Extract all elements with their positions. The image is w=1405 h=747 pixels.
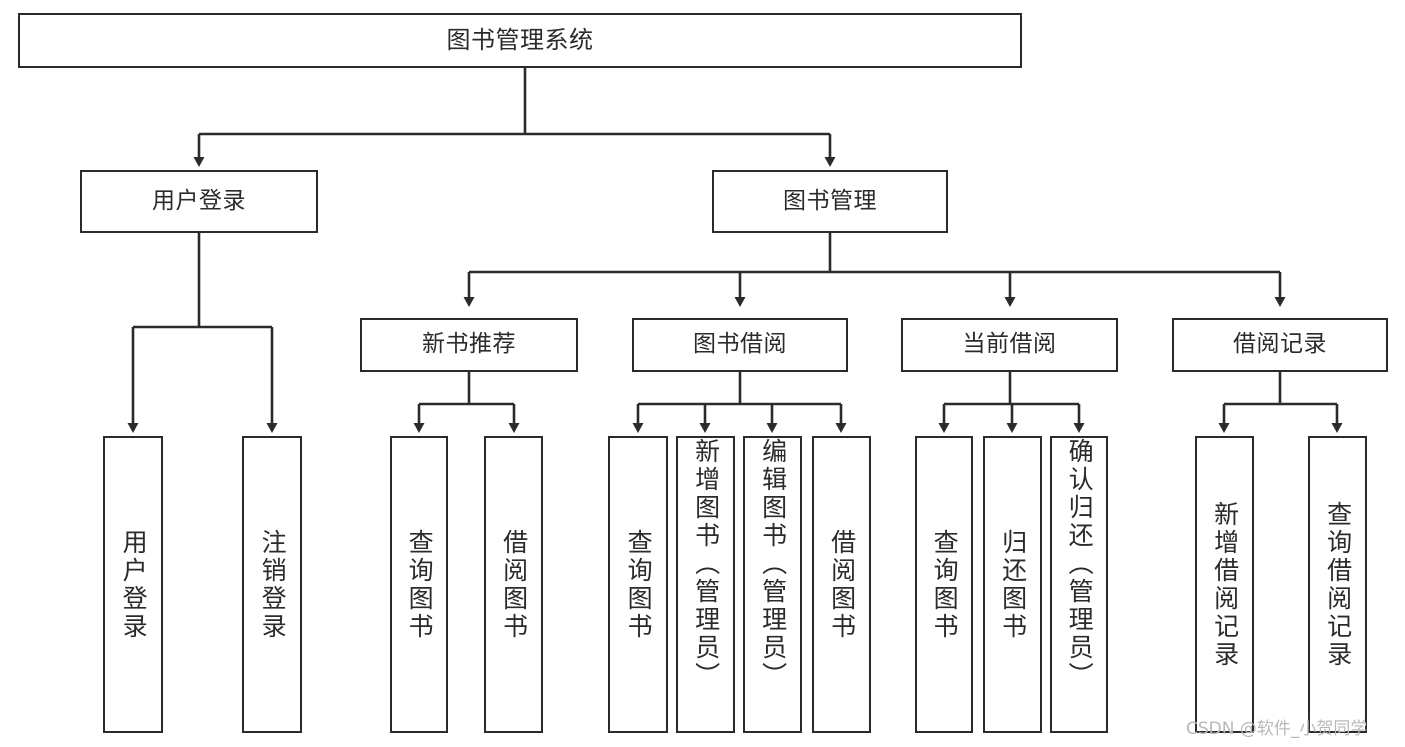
node-label: 查询图书: [624, 528, 654, 641]
watermark-csdn: CSDN @软件_小贺同学: [1186, 719, 1368, 739]
node-new-book-recommend[interactable]: 新书推荐: [360, 318, 578, 372]
node-label: 编辑图书（管理员）: [758, 438, 788, 690]
node-label: 借阅图书: [827, 528, 857, 641]
leaf-current-borrow-query[interactable]: 查询图书: [915, 436, 973, 733]
node-root-system[interactable]: 图书管理系统: [18, 13, 1022, 68]
node-label: 确认归还（管理员）: [1065, 438, 1095, 690]
node-label: 查询图书: [930, 528, 960, 641]
node-label: 借阅记录: [1233, 331, 1327, 358]
leaf-new-book-borrow[interactable]: 借阅图书: [484, 436, 543, 733]
node-label: 新增借阅记录: [1210, 500, 1240, 669]
node-current-borrow[interactable]: 当前借阅: [901, 318, 1118, 372]
leaf-new-book-query[interactable]: 查询图书: [390, 436, 448, 733]
node-label: 用户登录: [119, 528, 149, 641]
node-label: 注销登录: [258, 528, 288, 641]
leaf-user-login-logout[interactable]: 注销登录: [242, 436, 302, 733]
leaf-borrow-record-query[interactable]: 查询借阅记录: [1308, 436, 1367, 733]
node-label: 图书管理系统: [446, 26, 594, 55]
node-borrow-record[interactable]: 借阅记录: [1172, 318, 1388, 372]
node-label: 借阅图书: [499, 528, 529, 641]
leaf-book-borrow-edit[interactable]: 编辑图书（管理员）: [743, 436, 802, 733]
leaf-borrow-record-add[interactable]: 新增借阅记录: [1195, 436, 1254, 733]
node-label: 图书管理: [783, 187, 877, 214]
leaf-book-borrow-add[interactable]: 新增图书（管理员）: [676, 436, 735, 733]
node-book-management[interactable]: 图书管理: [712, 170, 948, 233]
node-label: 查询图书: [405, 528, 435, 641]
node-label: 归还图书: [998, 528, 1028, 641]
node-label: 新增图书（管理员）: [691, 438, 721, 690]
leaf-current-borrow-confirm[interactable]: 确认归还（管理员）: [1050, 436, 1108, 733]
node-label: 用户登录: [152, 187, 246, 214]
node-book-borrow[interactable]: 图书借阅: [632, 318, 848, 372]
leaf-current-borrow-return[interactable]: 归还图书: [983, 436, 1042, 733]
node-label: 图书借阅: [693, 331, 787, 358]
node-label: 查询借阅记录: [1323, 500, 1353, 669]
node-label: 新书推荐: [422, 331, 516, 358]
leaf-book-borrow-query[interactable]: 查询图书: [608, 436, 668, 733]
node-user-login[interactable]: 用户登录: [80, 170, 318, 233]
leaf-user-login-login[interactable]: 用户登录: [103, 436, 163, 733]
node-label: 当前借阅: [962, 331, 1057, 358]
leaf-book-borrow-lend[interactable]: 借阅图书: [812, 436, 871, 733]
